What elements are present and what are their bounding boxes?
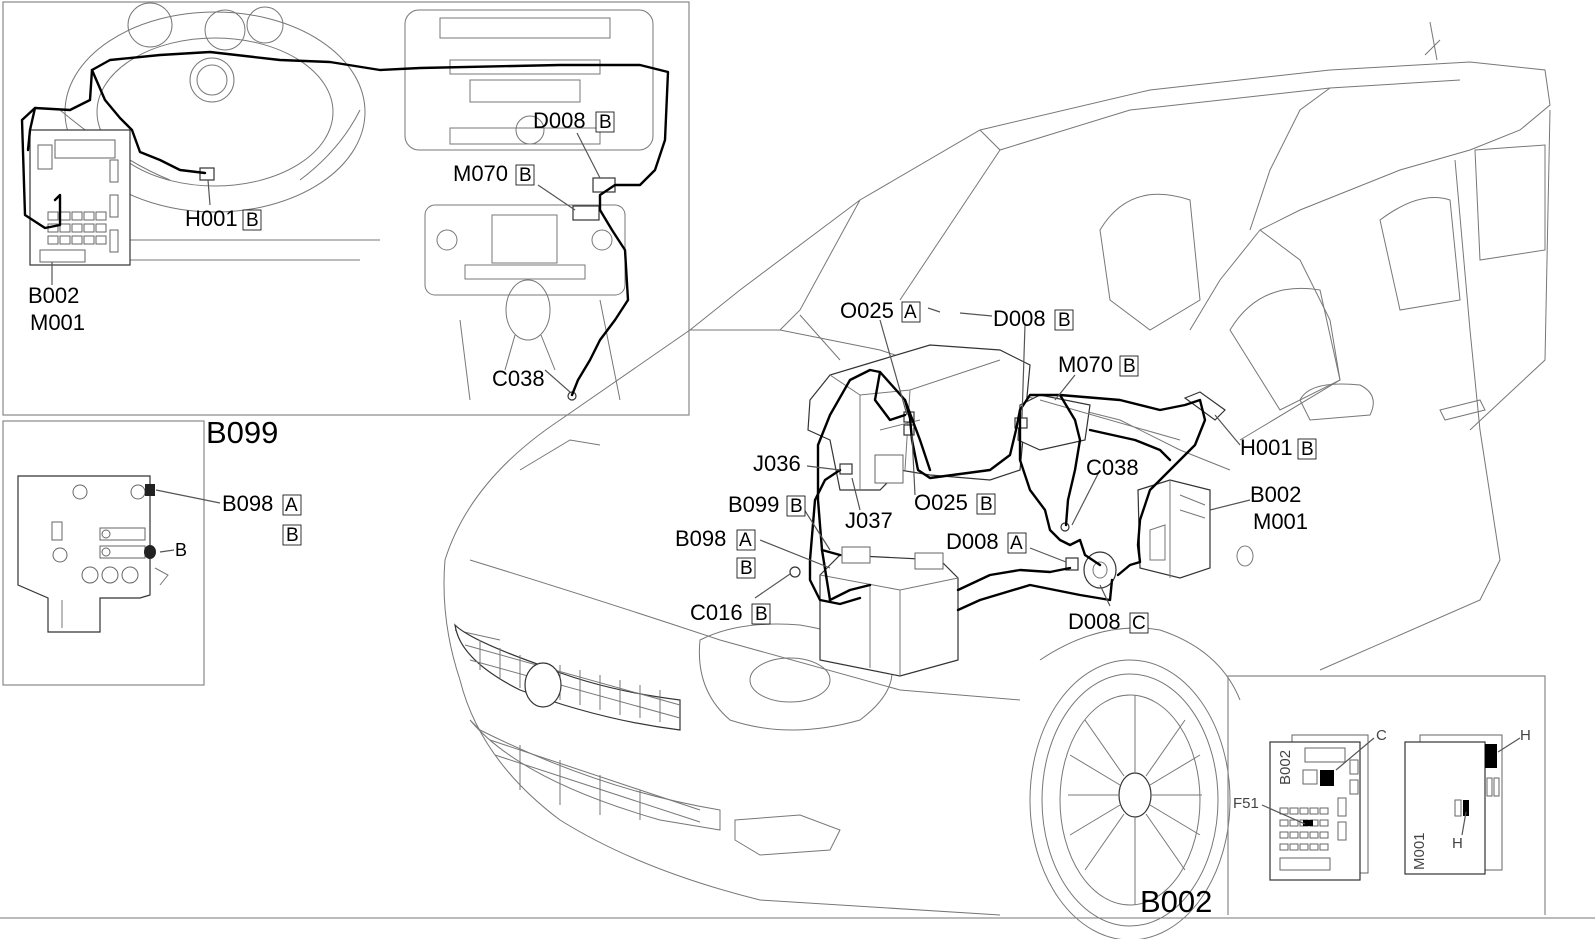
m001-board: [1404, 741, 1486, 875]
m070b-module: [572, 205, 600, 221]
label-j036: J036: [753, 451, 801, 476]
label-c016b: C016: [690, 600, 743, 625]
front-wheel: [1029, 627, 1241, 941]
label-d008b-main: D008: [993, 306, 1046, 331]
body-computer-b002: [1137, 479, 1211, 579]
svg-text:B: B: [599, 112, 612, 133]
svg-text:B: B: [740, 558, 753, 579]
label-d008a: D008: [946, 529, 999, 554]
label-m001-top: M001: [30, 310, 85, 335]
battery: [819, 546, 959, 677]
label-d008c: D008: [1068, 609, 1121, 634]
label-b098-inset: B098: [222, 491, 273, 516]
label-o025a: O025: [840, 298, 894, 323]
svg-text:A: A: [739, 530, 752, 551]
label-b099b: B099: [728, 492, 779, 517]
label-b002-vertical: B002: [1277, 750, 1294, 785]
label-b098a-main: B098: [675, 526, 726, 551]
label-h001b-top: H001: [185, 206, 238, 231]
label-d008b-top: D008: [533, 108, 586, 133]
svg-text:B: B: [1301, 439, 1314, 460]
h001b-sensor: [1183, 391, 1226, 421]
front-grille: [454, 623, 681, 731]
dashboard-inset: D008 B M070 B H001 B B002 M001 C038: [2, 1, 690, 416]
svg-text:B: B: [1123, 356, 1136, 377]
svg-text:B: B: [790, 496, 803, 517]
label-j037: J037: [845, 508, 893, 533]
h001b-horn: [199, 167, 215, 181]
svg-text:C: C: [1132, 613, 1146, 634]
label-h-top: H: [1520, 727, 1531, 744]
harness-wire-main: [816, 368, 1207, 602]
label-b002-top: B002: [28, 283, 79, 308]
label-f51: F51: [1233, 795, 1259, 812]
label-b002-bottom-title: B002: [1140, 884, 1212, 919]
j036-connector: [839, 463, 853, 475]
svg-text:B: B: [286, 525, 299, 546]
label-c038-top: C038: [492, 366, 545, 391]
harness-wire-top: [20, 50, 670, 397]
label-h001b-main: H001: [1240, 435, 1293, 460]
label-m070b-top: M070: [453, 161, 508, 186]
label-c-fuse: C: [1376, 727, 1387, 744]
b099-inset: B099 B098 A B B: [2, 415, 302, 686]
front-logo: [524, 662, 562, 708]
svg-text:B: B: [519, 165, 532, 186]
label-h-bottom: H: [1452, 835, 1463, 852]
svg-text:B: B: [246, 210, 259, 231]
heater-box: [807, 344, 1031, 491]
label-m001-vertical: M001: [1411, 832, 1428, 870]
label-m001-main: M001: [1253, 509, 1308, 534]
label-m070b-main: M070: [1058, 352, 1113, 377]
car-illustration: O025 A D008 B M070 B J036 C038 H001 B B0…: [443, 21, 1551, 941]
label-b-small-inset: B: [175, 540, 187, 560]
svg-text:A: A: [285, 495, 298, 516]
svg-text:B: B: [980, 494, 993, 515]
b098-bracket: [17, 475, 151, 633]
leader-lines: [754, 307, 1251, 607]
label-o025b: O025: [914, 490, 968, 515]
svg-text:A: A: [1010, 533, 1023, 554]
b002-inset: C F51 H H B002 M001 B002: [1140, 675, 1546, 919]
label-c038-main: C038: [1086, 455, 1139, 480]
svg-text:B: B: [755, 604, 768, 625]
b099-inset-frame: [2, 420, 205, 686]
svg-text:B: B: [1058, 310, 1071, 331]
c016b-ground: [789, 566, 801, 578]
label-b099-title: B099: [206, 415, 278, 450]
o025b-connector: [903, 424, 915, 436]
d008b-connector: [592, 177, 616, 193]
dashboard-inset-frame: [2, 1, 690, 416]
label-b002-main: B002: [1250, 482, 1301, 507]
b002-inset-frame: [1227, 675, 1546, 915]
brand-logo: [189, 57, 235, 103]
svg-text:A: A: [904, 302, 917, 323]
